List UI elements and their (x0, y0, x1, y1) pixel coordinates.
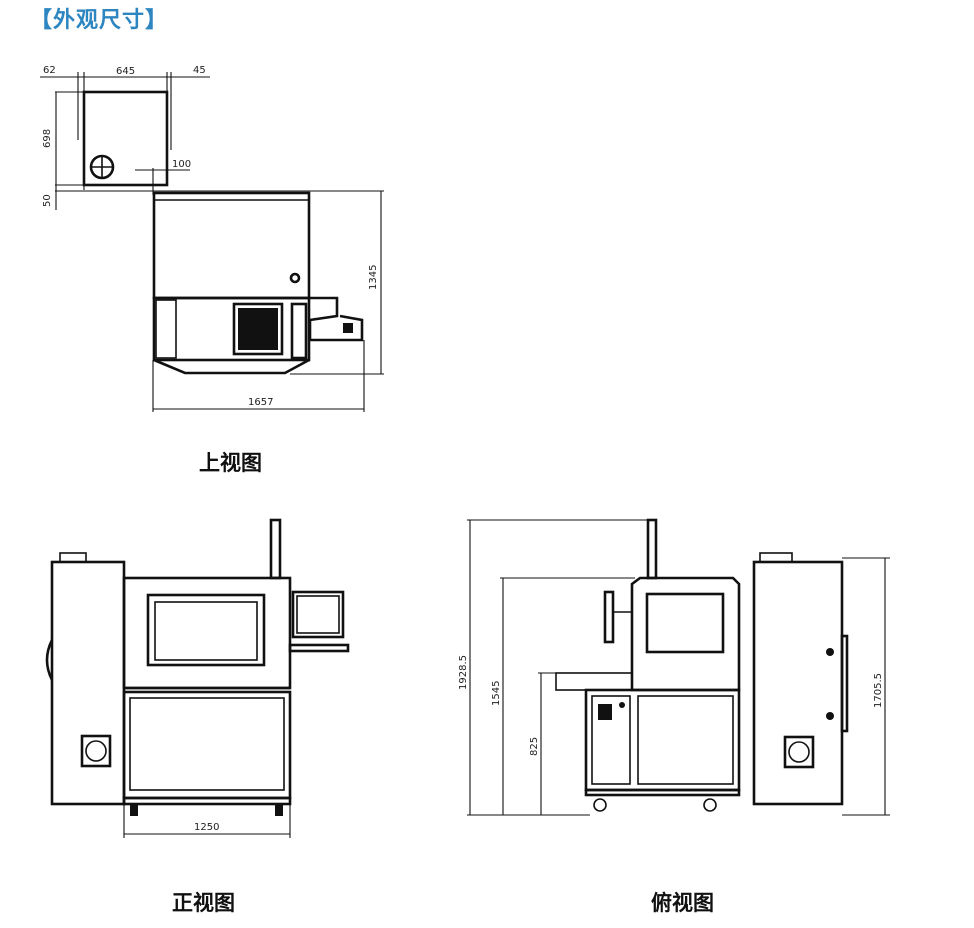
section-title: 【外观尺寸】 (30, 8, 169, 33)
side-view-caption: 俯视图 (651, 890, 714, 915)
front-view-drawing: 1250 (45, 518, 350, 838)
dim-gap: 50 (42, 194, 53, 207)
dim-depth-small: 698 (42, 129, 53, 148)
top-view-caption: 上视图 (199, 450, 262, 475)
front-view-caption: 正视图 (172, 890, 235, 915)
side-view-drawing: 1928.5 1545 825 1705.5 (458, 518, 890, 816)
dim-left-margin: 62 (43, 65, 56, 76)
dim-right-margin: 45 (193, 65, 206, 76)
dim-offset: 100 (172, 159, 191, 170)
dim-total-height: 1928.5 (458, 655, 469, 690)
dim-width: 1657 (248, 397, 273, 408)
dim-cabinet-height: 1545 (491, 681, 502, 706)
dim-width-small: 645 (116, 66, 135, 77)
dim-unit-height: 1705.5 (873, 673, 884, 708)
dim-height: 1345 (368, 265, 379, 290)
top-view-drawing: 62 645 45 698 50 100 1345 1657 (40, 65, 384, 412)
dim-front-width: 1250 (194, 822, 219, 833)
dim-table-height: 825 (529, 737, 540, 756)
